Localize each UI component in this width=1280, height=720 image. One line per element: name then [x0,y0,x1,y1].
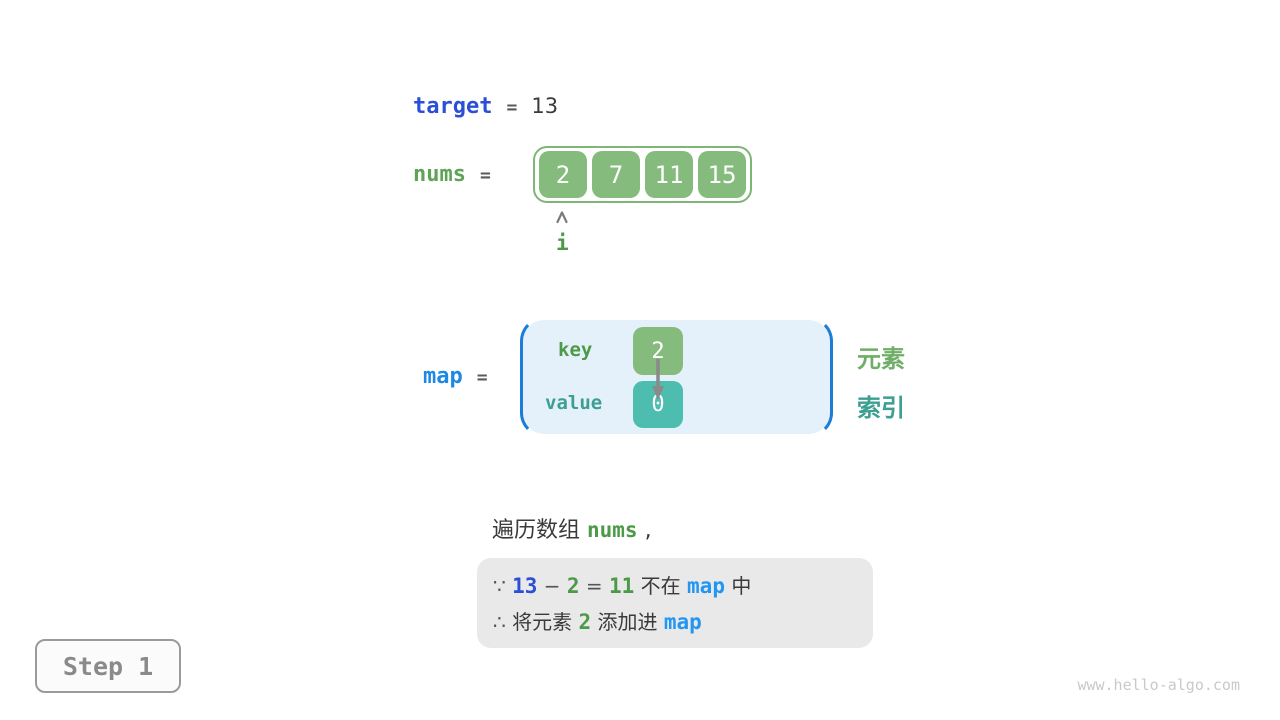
watermark: www.hello-algo.com [1077,676,1240,694]
step-badge: Step 1 [35,639,181,693]
nums-assignment: nums = [413,162,491,187]
note-segment: 2 [566,574,580,598]
note-segment: map [663,610,702,634]
map-assignment: map = [423,364,488,389]
equals-sign: = [506,97,518,118]
caption-segment: nums [587,518,638,542]
map-value-label: value [545,392,603,414]
caption-segment: 遍历数组 [492,518,587,543]
note-segment: 不在 [634,574,688,598]
equals-sign: = [476,367,488,388]
target-label: target [413,94,493,119]
note-segment: = [579,574,610,598]
note-segment: map [687,574,725,598]
note-segment: 2 [578,610,592,634]
note-segment: 11 [609,574,635,598]
pointer-up-arrow-icon [556,211,568,224]
map-key-label: key [558,339,593,361]
note-line-2: ∴ 将元素 2 添加进 map [493,604,873,640]
array-cell: 7 [592,151,640,198]
index-annotation: 索引 [857,394,905,422]
target-assignment: target = 13 [413,94,558,119]
map-label: map [423,364,463,389]
note-segment: 将元素 [512,610,579,634]
key-to-value-arrow-icon [652,359,664,400]
array-cell: 11 [645,151,693,198]
note-segment: ∵ [493,574,513,598]
note-segment: − [537,574,567,598]
caption-segment: , [637,518,652,543]
note-box: ∵ 13 − 2 = 11 不在 map 中 ∴ 将元素 2 添加进 map [477,558,873,648]
step-badge-label: Step 1 [62,651,154,681]
index-pointer-label: i [556,231,569,255]
array-cell: 15 [698,151,746,198]
equals-sign: = [479,165,491,186]
element-annotation: 元素 [857,345,905,373]
target-value: 13 [531,94,559,118]
note-line-1: ∵ 13 − 2 = 11 不在 map 中 [493,568,873,604]
nums-label: nums [413,162,466,187]
map-value-cell: 0 [633,381,683,428]
array-cell: 2 [539,151,587,198]
note-segment: 添加进 [591,610,664,634]
caption-text: 遍历数组 nums , [492,512,652,544]
note-segment: 13 [512,574,538,598]
note-segment: 中 [724,574,752,598]
note-segment: ∴ [493,610,513,634]
